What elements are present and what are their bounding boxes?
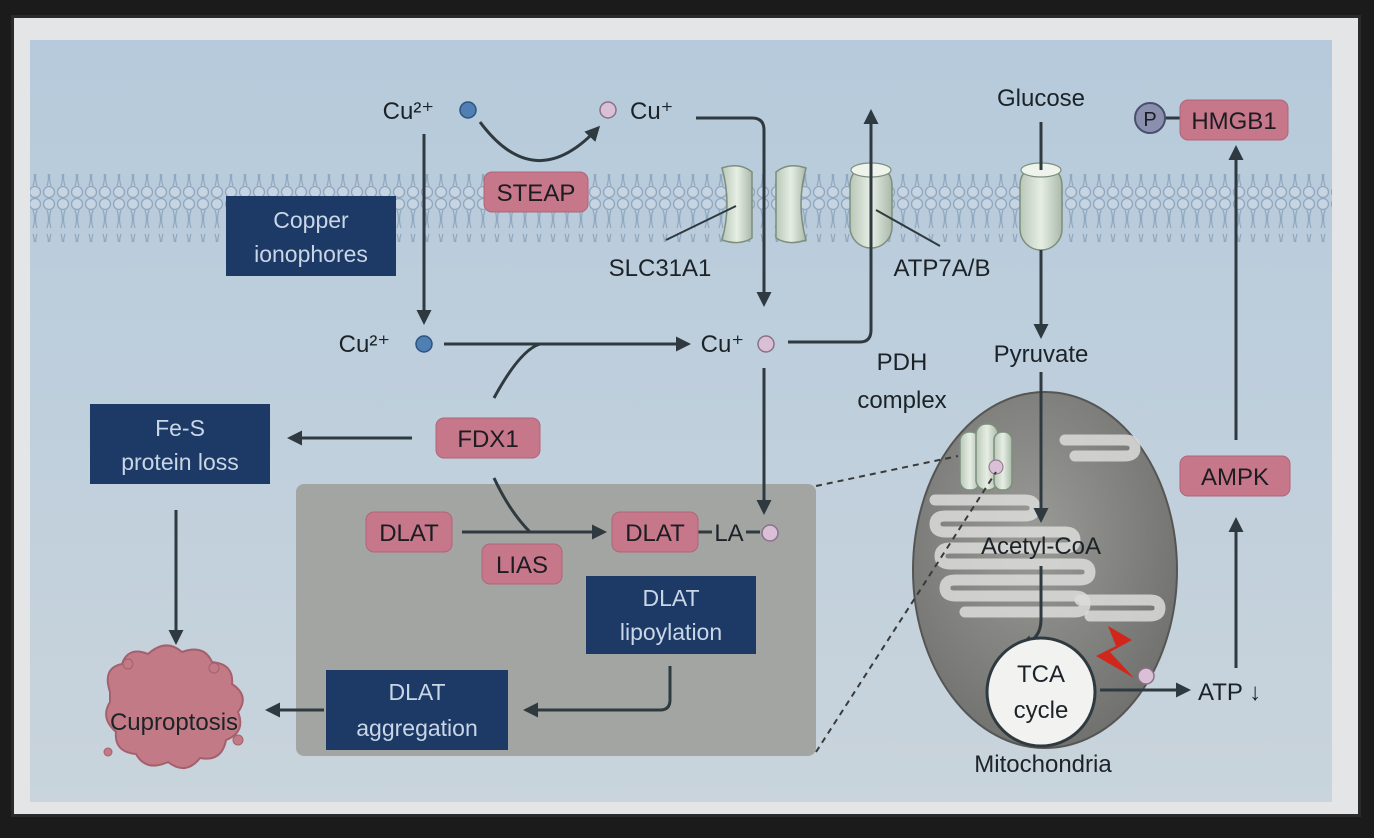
zoom-line-top [815,455,959,487]
protein-ampk: AMPK [1179,455,1291,497]
label-cu2-mid: Cu²⁺ [339,331,390,358]
label-tca-2: cycle [1014,697,1069,724]
cu2-ion-icon [415,335,433,353]
cuproptosis-pathway-diagram: STEAP HMGB1 FDX1 DLAT DLAT LIAS AMPK Cop… [30,40,1332,802]
label-pdh-1: PDH [877,349,928,376]
protein-dlat-right: DLAT [611,511,699,553]
label-tca-1: TCA [1017,661,1065,688]
svg-text:AMPK: AMPK [1201,464,1269,491]
label-mitochondria: Mitochondria [974,751,1112,778]
svg-text:FDX1: FDX1 [457,426,518,453]
tca-cycle-circle [985,636,1097,748]
svg-text:STEAP: STEAP [497,180,576,207]
box-dlat-lipoylation: DLAT lipoylation [586,576,756,654]
phosphate-icon [1134,102,1166,134]
svg-text:HMGB1: HMGB1 [1191,108,1276,135]
label-atp: ATP ↓ [1198,679,1261,706]
protein-steap: STEAP [483,171,589,213]
svg-text:DLAT: DLAT [379,520,439,547]
svg-text:lipoylation: lipoylation [620,619,722,645]
label-phospho: P [1143,109,1156,131]
label-pdh-2: complex [857,387,946,414]
arrows [168,109,1244,718]
svg-text:LIAS: LIAS [496,552,548,579]
label-cu1-top: Cu⁺ [630,98,673,125]
box-copper-ionophores: Copper ionophores [226,196,396,276]
cu1-ion-icon [1137,667,1155,685]
label-cu2-top: Cu²⁺ [383,98,434,125]
label-pyruvate: Pyruvate [994,341,1089,368]
label-acetyl-coa: Acetyl-CoA [981,533,1101,560]
cu1-ion-icon [757,335,775,353]
svg-text:Fe-S: Fe-S [155,415,205,441]
label-cuproptosis: Cuproptosis [110,709,238,736]
svg-text:aggregation: aggregation [356,715,478,741]
cu2-ion-icon [459,101,477,119]
svg-text:DLAT: DLAT [625,520,685,547]
svg-text:DLAT: DLAT [642,585,699,611]
cuproptosis-cell-icon [103,644,244,769]
svg-text:protein loss: protein loss [121,449,239,475]
slc31a1-channel-icon [721,165,807,244]
protein-hmgb1: HMGB1 [1179,99,1289,141]
label-atp7ab: ATP7A/B [894,255,991,282]
box-dlat-aggregation: DLAT aggregation [326,670,508,750]
svg-text:Copper: Copper [273,207,349,233]
protein-lias: LIAS [481,543,563,585]
pdh-complex-icon [959,423,1013,491]
protein-dlat-left: DLAT [365,511,453,553]
svg-text:DLAT: DLAT [388,679,445,705]
label-glucose: Glucose [997,85,1085,112]
label-la: LA [714,520,743,547]
cu1-ion-icon [599,101,617,119]
zoom-line-bottom [815,471,997,753]
glucose-transporter-icon [1019,162,1063,251]
protein-fdx1: FDX1 [435,417,541,459]
inhibition-lightning-icon [1096,626,1134,678]
label-slc31a1: SLC31A1 [609,255,712,282]
label-cu1-mid: Cu⁺ [701,331,744,358]
box-fes-protein-loss: Fe-S protein loss [90,404,270,484]
svg-text:ionophores: ionophores [254,241,368,267]
figure-frame: STEAP HMGB1 FDX1 DLAT DLAT LIAS AMPK Cop… [14,18,1358,814]
cu1-ion-icon [761,524,779,542]
